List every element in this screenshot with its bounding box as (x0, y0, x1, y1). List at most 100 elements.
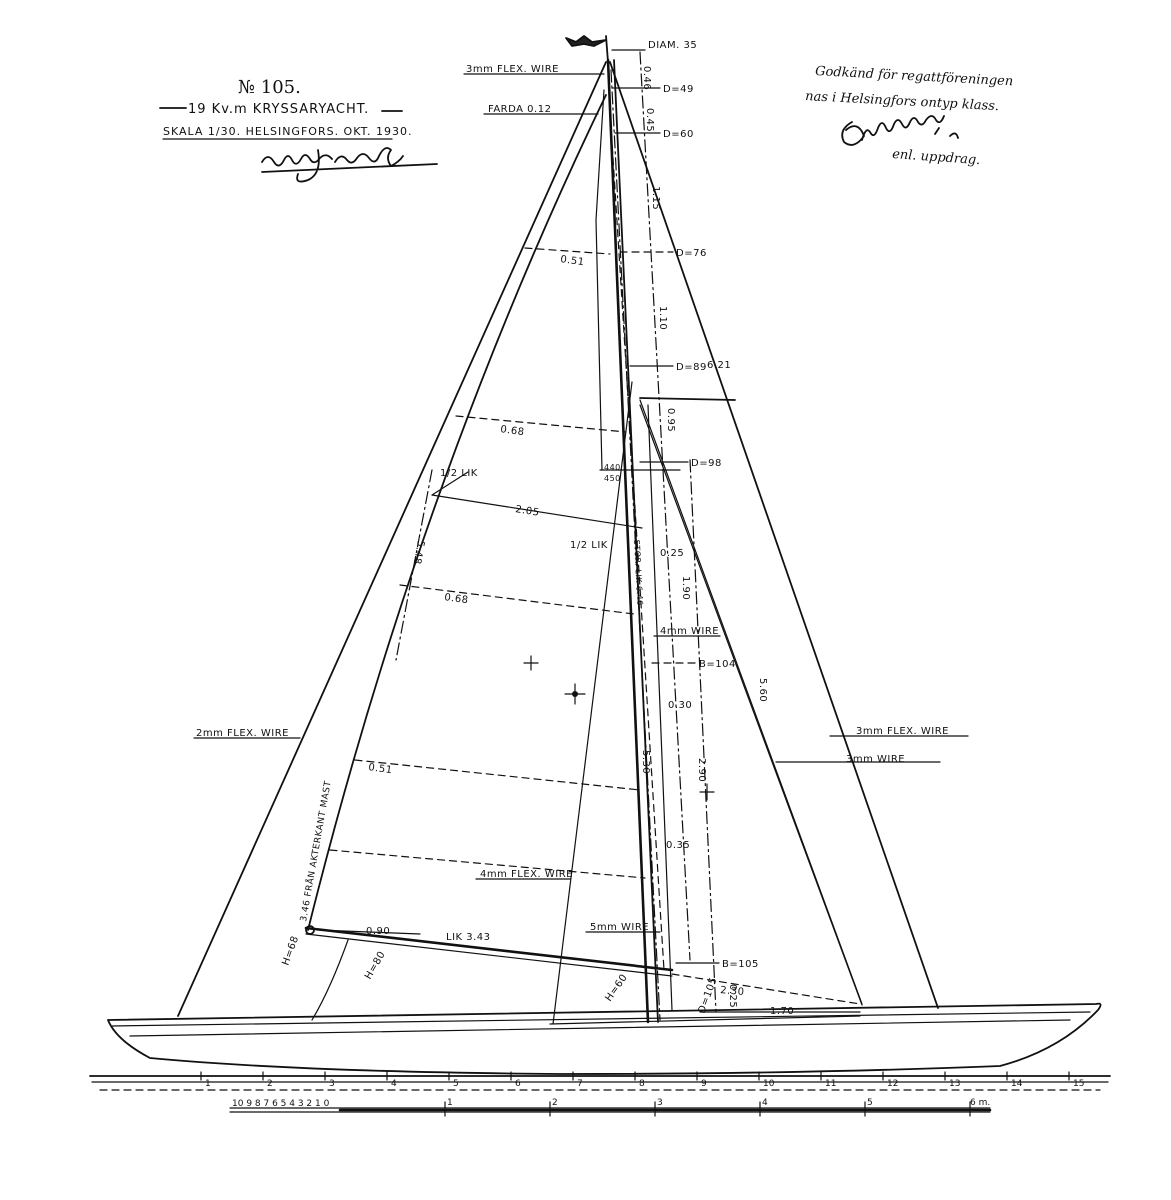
spacing-290: 2.90 (696, 758, 707, 782)
shroud-mid (595, 219, 603, 471)
boom-h80-label: H=80 (363, 949, 388, 981)
farda-label: FARDA 0.12 (488, 104, 551, 115)
batten-3-label: 0.68 (444, 592, 470, 606)
spacing-530: 5.30 (640, 750, 651, 774)
spacing-115: 1.15 (650, 186, 661, 210)
boom-end-fitting (305, 925, 315, 935)
spacing-045: 0.45 (644, 108, 655, 132)
wire-4mm-label: 4mm WIRE (660, 626, 719, 637)
station-number: 5 (453, 1079, 459, 1089)
luff-length-label: 5.48 (411, 539, 426, 565)
batten-2 (455, 415, 627, 433)
station-number: 14 (1011, 1079, 1023, 1089)
mid-a-label: 440 (604, 463, 621, 472)
approval-role: enl. uppdrag. (892, 147, 981, 168)
deck-line (549, 1015, 861, 1025)
mast-dim-d60: D=60 (663, 129, 694, 140)
batten-1-label: 0.51 (560, 254, 586, 268)
station-number: 6 (515, 1079, 521, 1089)
rubbing-strake (129, 1019, 1071, 1037)
half-lik-lower-label: 1/2 LIK (570, 540, 608, 551)
mainsail (307, 94, 665, 971)
shroud-top (595, 89, 605, 221)
spacing-621: 6.21 (707, 360, 731, 371)
designer-signature (261, 147, 438, 183)
scale-number: 1 (447, 1098, 453, 1108)
boom-spar (304, 926, 674, 972)
station-number: 12 (887, 1079, 898, 1089)
luff-dim-line (395, 469, 433, 661)
centre-mark-1 (523, 655, 539, 671)
station-number: 7 (577, 1079, 583, 1089)
shroud-aft (552, 381, 633, 1025)
jib (639, 404, 863, 1013)
scale-number: 4 (762, 1098, 768, 1108)
drawing-subtitle: 19 Kv.m KRYSSARYACHT. (188, 102, 369, 117)
storlik-label: STOR. LIK 6.46 (632, 540, 644, 606)
wire-labels: 3mm FLEX. WIRE 2mm FLEX. WIRE 3mm FLEX. … (193, 64, 969, 933)
centre-mark-3 (699, 783, 715, 801)
boom-lik-label: LIK 3.43 (446, 932, 491, 943)
spacing-110: 1.10 (657, 306, 668, 330)
batten-4-label: 0.51 (368, 762, 394, 776)
scale-sub-divisions: 10 9 8 7 6 5 4 3 2 1 0 (232, 1099, 330, 1109)
width-dim-line (431, 494, 643, 529)
spacing-190: 1.90 (680, 576, 691, 600)
mast-dim-b105: B=105 (722, 959, 759, 970)
jib-leech (647, 404, 673, 1011)
sheer-line (111, 1011, 1091, 1027)
spacing-095: 0.95 (665, 408, 676, 432)
boom (304, 925, 861, 1021)
wire-5mm-label: 5mm WIRE (590, 922, 649, 933)
mast-dim-d49: D=49 (663, 84, 694, 95)
station-number: 2 (267, 1079, 273, 1089)
boom-090-label: 0.90 (366, 926, 390, 937)
station-number: 8 (639, 1079, 645, 1089)
mast-dimensions: DIAM. 35 D=49 D=60 D=76 D=89 D=98 B=104 … (611, 40, 759, 970)
forestay (609, 61, 939, 1009)
half-lik-upper-label: 1/2 LIK (440, 468, 478, 479)
hull (107, 1002, 1102, 1075)
boom-labels: H=68 H=80 H=60 0.90 LIK 3.43 2.30 1.70 D… (280, 780, 861, 1017)
drawing-number: № 105. (238, 77, 301, 98)
approval-line-2: nas i Helsingfors ontyp klass. (805, 89, 1000, 114)
boom-h60-label: H=60 (603, 972, 630, 1003)
jib-luff (639, 404, 863, 1006)
station-number: 1 (205, 1079, 211, 1089)
station-number: 9 (701, 1079, 707, 1089)
drawing-scale-line: SKALA 1/30. HELSINGFORS. OKT. 1930. (163, 125, 412, 138)
width-label: 2.05 (515, 504, 541, 519)
rigging (177, 61, 939, 1025)
mast-spacings: 0.46 0.45 1.15 1.10 0.95 1.90 2.90 5.30 … (639, 51, 768, 961)
station-number: 11 (825, 1079, 836, 1089)
approval-signature (841, 115, 959, 146)
mainsheet (311, 939, 349, 1021)
mast-dim-b104: B=104 (699, 659, 736, 670)
approval-note: Godkänd för regattfören­ingen nas i Hels… (805, 64, 1014, 168)
wire-top-label: 3mm FLEX. WIRE (466, 64, 559, 75)
spacing-560: 5.60 (757, 678, 768, 702)
forestay-wire-label: 3mm WIRE (846, 754, 905, 765)
boom-jib-dim (671, 973, 861, 1005)
mast-dim-diam-top: DIAM. 35 (648, 40, 697, 51)
batten-2-label: 0.68 (500, 424, 526, 438)
batten-1 (524, 247, 611, 255)
boom-h68-label: H=68 (280, 934, 301, 967)
batten-5 (329, 849, 646, 879)
mast-dim-d98: D=98 (691, 458, 722, 469)
batten-3 (399, 584, 635, 615)
station-number: 10 (763, 1079, 775, 1089)
station-number: 13 (949, 1079, 960, 1089)
mast (599, 58, 736, 1024)
spacing-025: 0.25 (660, 548, 684, 559)
spacing-030: 0.30 (668, 700, 692, 711)
spacing-046: 0.46 (641, 66, 652, 90)
jib-measure-line (689, 459, 717, 1013)
station-number: 4 (391, 1079, 397, 1089)
mast-dim-d89: D=89 (676, 362, 707, 373)
station-number: 3 (329, 1079, 335, 1089)
